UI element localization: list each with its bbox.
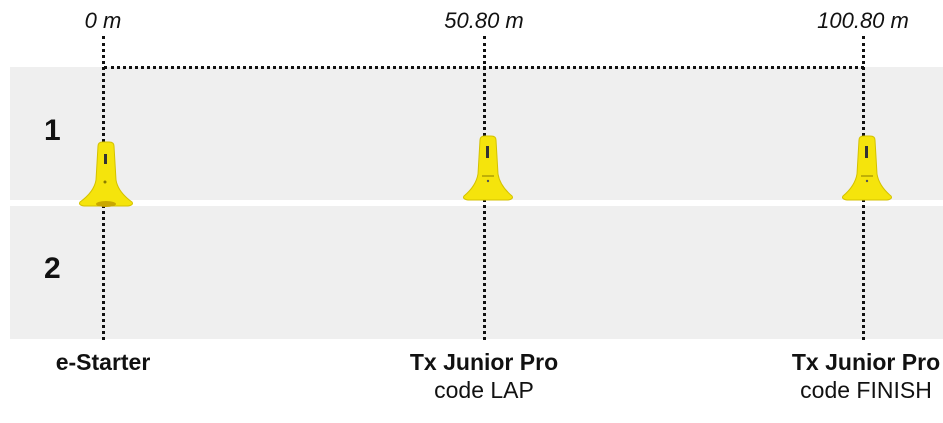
lap-device-name: Tx Junior Pro [409,349,559,375]
lap-caption: Tx Junior Pro code LAP [410,348,558,404]
distance-connector-line [104,66,864,69]
distance-label-finish: 100.80 m [817,8,909,33]
starter-caption: e-Starter [56,348,151,376]
lane-number-2: 2 [44,252,61,285]
e-starter-icon [79,141,133,207]
lane-2 [10,206,943,339]
tx-junior-pro-finish-icon [842,135,892,201]
distance-label-lap: 50.80 m [444,8,524,33]
lane-1 [10,67,943,200]
finish-device-name: Tx Junior Pro [791,349,941,375]
distance-label-start: 0 m [84,8,122,33]
starter-device-name: e-Starter [55,349,151,375]
finish-caption: Tx Junior Pro code FINISH [792,348,940,404]
tx-junior-pro-lap-icon [463,135,513,201]
finish-device-code: code FINISH [800,377,932,403]
lane-divider [10,200,943,206]
lane-number-1: 1 [44,114,61,147]
lap-device-code: code LAP [434,377,534,403]
